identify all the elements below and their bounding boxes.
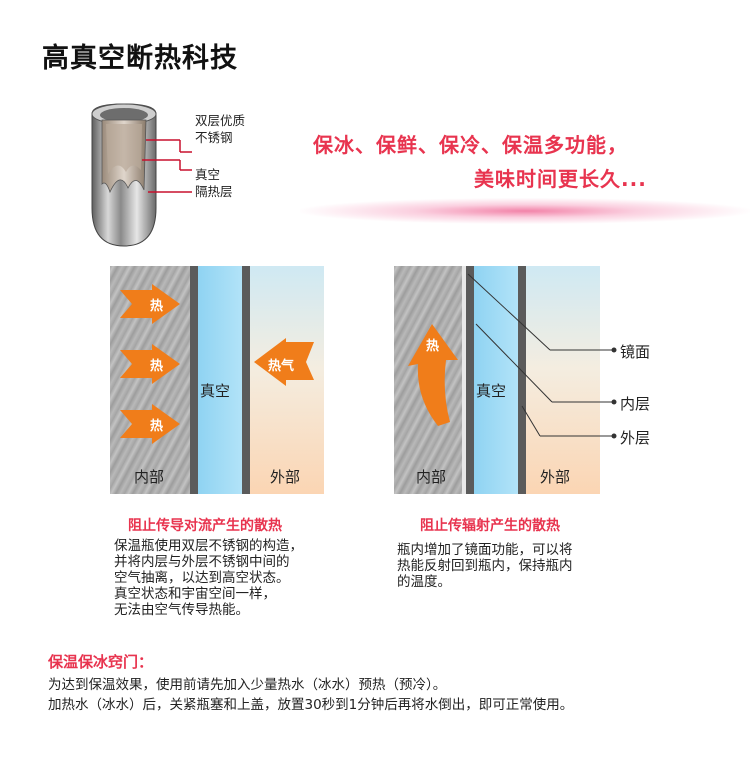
radiation-caption: 阻止传辐射产生的散热 [420,518,560,534]
pink-glow-decoration [300,198,750,224]
vacuum-label: 真空 [476,382,507,400]
radiation-description: 瓶内增加了镜面功能，可以将 热能反射回到瓶内，保持瓶内 的温度。 [397,542,573,590]
stainless-steel-label-line1: 双层优质 [195,113,246,128]
tips-line2: 加热水（冰水）后，关紧瓶塞和上盖，放置30秒到1分钟后再将水倒出，即可正常使用。 [48,697,574,713]
slogan-line1: 保冰、保鲜、保冷、保温多功能， [313,133,628,157]
conduction-desc-line: 真空状态和宇宙空间一样， [114,586,276,602]
outer-steel-wall [518,266,526,494]
radiation-heat-label: 热 [426,339,440,354]
vacuum-label: 真空 [200,382,231,400]
inside-label: 内部 [134,468,165,486]
mirror-label: 镜面 [620,343,651,361]
radiation-desc-line: 的温度。 [397,574,451,590]
radiation-diagram-panel: 热 真空 内部 外部 [394,266,600,494]
layer-callout-lines [467,273,617,439]
steam-label: 热气 [268,359,295,374]
outer-steel-wall [242,266,250,494]
conduction-desc-line: 空气抽离，以达到高空状态。 [114,570,290,586]
steam-arrow-icon [254,338,314,386]
conduction-desc-line: 并将内层与外层不锈钢中间的 [114,554,290,570]
tips-line1: 为达到保温效果，使用前请先加入少量热水（冰水）预热（预冷）。 [48,677,447,693]
conduction-desc-line: 无法由空气传导热能。 [114,602,249,618]
vacuum-layer-label-line2: 隔热层 [195,184,233,199]
radiation-desc-line: 瓶内增加了镜面功能，可以将 [397,542,573,558]
conduction-diagram-panel: 热 热 热 热气 真空 内部 外部 [110,266,324,494]
outside-label: 外部 [270,468,301,486]
heat-label-1: 热 [150,299,164,314]
radiation-arrow-icon [408,324,458,426]
slogan-line2: 美味时间更长久... [474,167,647,191]
heat-label-3: 热 [150,419,164,434]
inner-layer-label: 内层 [620,395,651,413]
inner-steel-wall [190,266,198,494]
heat-label-2: 热 [150,359,164,374]
vacuum-layer [198,266,242,494]
outside-area [526,266,600,494]
stainless-steel-label-line2: 不锈钢 [195,130,233,145]
tips-title: 保温保冰窍门： [48,653,154,671]
radiation-desc-line: 热能反射回到瓶内，保持瓶内 [397,558,573,574]
conduction-caption: 阻止传导对流产生的散热 [128,518,282,534]
page-title: 高真空断热科技 [42,43,238,74]
conduction-description: 保温瓶使用双层不锈钢的构造， 并将内层与外层不锈钢中间的 空气抽离，以达到高空状… [114,538,303,618]
conduction-desc-line: 保温瓶使用双层不锈钢的构造， [114,538,303,554]
flask-cross-section-illustration [91,103,192,247]
vacuum-layer-label-line1: 真空 [195,167,221,182]
vacuum-layer [474,266,518,494]
inner-steel-wall [466,266,474,494]
outside-label: 外部 [540,468,571,486]
mirror-layer [462,266,466,494]
heat-arrows-icon [120,284,180,444]
outer-layer-label: 外层 [620,429,651,447]
inside-label: 内部 [416,468,447,486]
